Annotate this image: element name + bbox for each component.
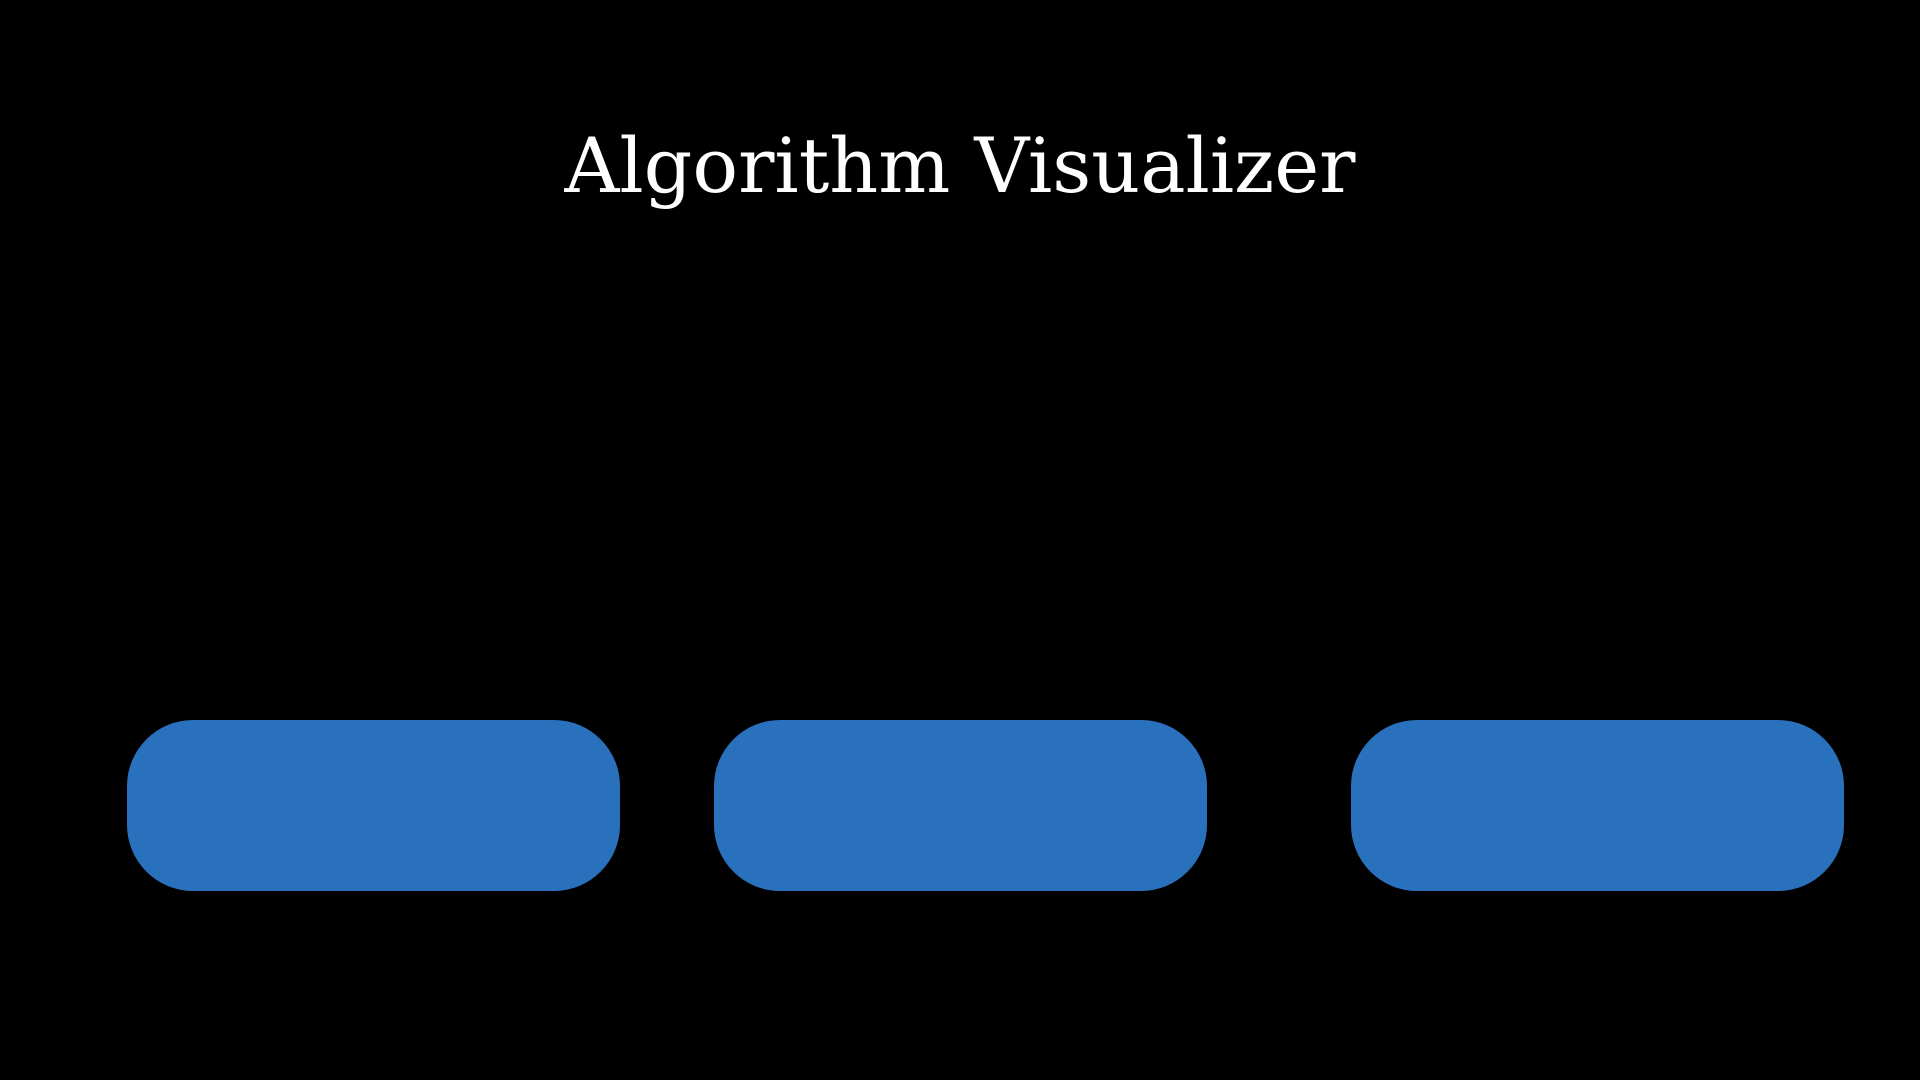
menu-button-3[interactable] — [1351, 720, 1844, 891]
menu-button-2[interactable] — [714, 720, 1207, 891]
page-title: Algorithm Visualizer — [564, 121, 1356, 210]
menu-button-1[interactable] — [127, 720, 620, 891]
